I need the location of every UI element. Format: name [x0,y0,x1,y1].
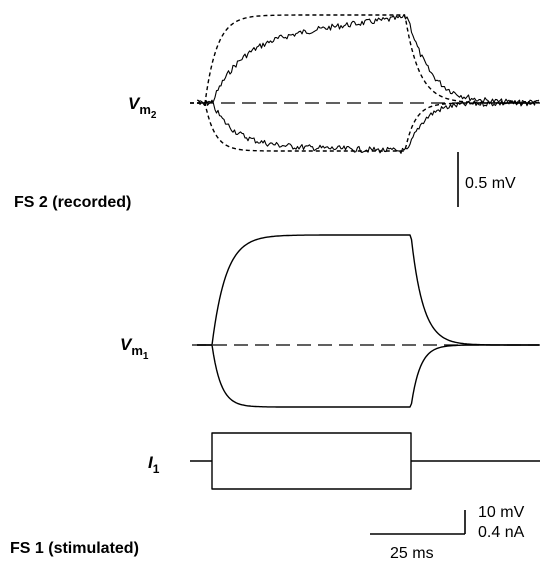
vm2-fit-depolarizing [190,14,535,104]
vm1-trace-depolarizing [197,234,539,346]
vm2-label: Vm2 [128,94,157,121]
vm1-trace-hyperpolarizing [197,344,539,408]
current-scale-label: 0.4 nA [478,524,525,541]
vm2-trace-hyperpolarizing [196,99,540,154]
vm2-fit-hyperpolarizing [190,102,535,152]
fs2-label: FS 2 (recorded) [14,194,131,211]
fs1-label: FS 1 (stimulated) [10,540,139,557]
vm2-trace-depolarizing [196,14,540,106]
vm1-label: Vm1 [120,335,149,362]
i1-label: I1 [148,453,160,476]
vm1-panel [192,234,540,408]
vm2-voltage-scale-label: 0.5 mV [465,175,516,192]
time-scale-label: 25 ms [390,545,434,562]
vm2-panel [190,14,540,154]
voltage-scale-label: 10 mV [478,504,525,521]
i1-current-step [190,432,540,490]
